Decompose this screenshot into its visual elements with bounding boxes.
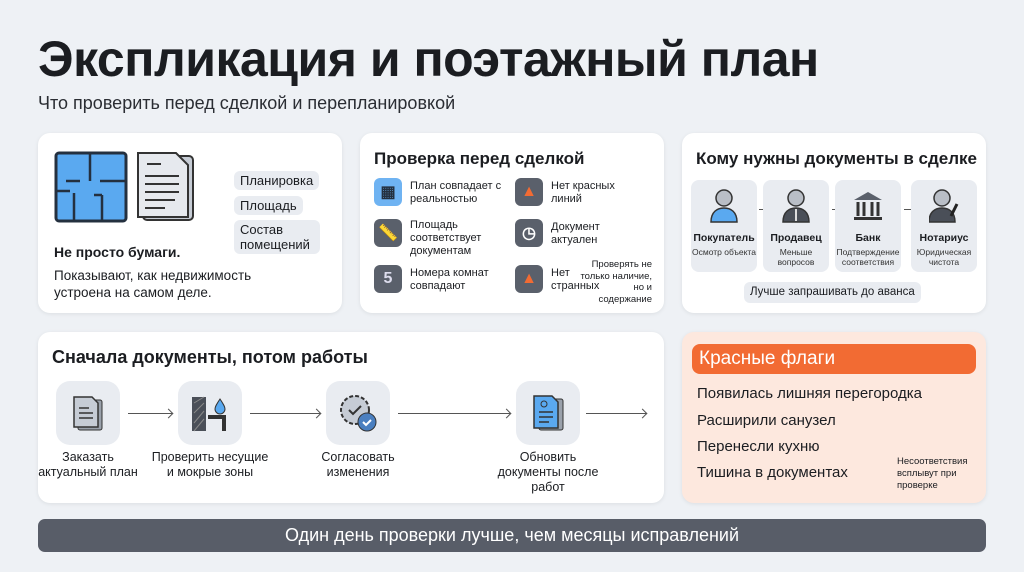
check-item: Площадь соответствует документам xyxy=(410,219,482,257)
chip-layout: Планировка xyxy=(234,171,320,190)
parties-title: Кому нужны документы в сделке xyxy=(696,149,977,168)
flag-item: Перенесли кухню xyxy=(697,438,820,455)
arrow xyxy=(128,413,172,414)
chip-area: Площадь xyxy=(234,196,303,215)
bank-icon xyxy=(854,192,882,220)
check-note: Проверять не только наличие, но и содерж… xyxy=(580,259,652,305)
parties-tip: Лучше запрашивать до аванса xyxy=(744,282,921,303)
wall-water-icon xyxy=(192,396,226,432)
step-label: Проверить несущие и мокрые зоны xyxy=(151,450,269,479)
flags-title: Красные флаги xyxy=(692,344,976,374)
chip-rooms: Состав помещений xyxy=(234,220,320,254)
footer-banner: Один день проверки лучше, чем месяцы исп… xyxy=(38,519,986,552)
arrow xyxy=(250,413,320,414)
check-item: Документ актуален xyxy=(551,221,600,246)
check-item: Номера комнат совпадают xyxy=(410,267,489,292)
step-check-walls xyxy=(178,381,242,445)
check-item: Нет странных xyxy=(551,267,600,292)
check-card: Проверка перед сделкой ▦ План совпадает … xyxy=(360,133,664,313)
step-order-plan xyxy=(56,381,120,445)
document-icon xyxy=(137,152,194,221)
check-title: Проверка перед сделкой xyxy=(374,149,585,168)
ruler-icon: 📏 xyxy=(374,219,402,247)
steps-title: Сначала документы, потом работы xyxy=(52,347,368,367)
page-subtitle: Что проверить перед сделкой и перепланир… xyxy=(38,93,456,113)
intro-text: Показывают, как недвижимость устроена на… xyxy=(54,268,252,300)
check-item: План совпадает с реальностью xyxy=(410,180,502,205)
parties-card: Кому нужны документы в сделке Покупатель… xyxy=(682,133,986,313)
flag-item: Тишина в документах xyxy=(697,464,848,481)
approval-badge-icon xyxy=(340,395,377,432)
floorplan-icon: ▦ xyxy=(374,178,402,206)
flag-item: Появилась лишняя перегородка xyxy=(697,385,923,402)
step-label: Заказать актуальный план xyxy=(38,450,138,479)
warning-icon: ▲ xyxy=(515,265,543,293)
number-icon: 5 xyxy=(374,265,402,293)
page-title: Экспликация и поэтажный план xyxy=(38,31,819,87)
document-icon xyxy=(73,396,103,431)
clock-icon: ◷ xyxy=(515,219,543,247)
check-item: Нет красных линий xyxy=(551,180,615,205)
updated-document-icon xyxy=(533,395,564,431)
notary-icon xyxy=(929,189,959,223)
step-label: Обновить документы после работ xyxy=(497,450,599,494)
user-icon xyxy=(710,189,738,223)
step-label: Согласовать изменения xyxy=(321,450,395,479)
flags-note: Несоответствия всплывут при проверке xyxy=(897,456,968,491)
step-update-docs xyxy=(516,381,580,445)
warning-icon: ▲ xyxy=(515,178,543,206)
flag-item: Расширили санузел xyxy=(697,412,836,429)
floorplan-icon xyxy=(54,151,128,223)
arrow xyxy=(398,413,510,414)
step-approve xyxy=(326,381,390,445)
arrow xyxy=(586,413,646,414)
intro-heading: Не просто бумаги. xyxy=(54,244,181,260)
businessman-icon xyxy=(782,189,810,223)
intro-card: Планировка Площадь Состав помещений Не п… xyxy=(38,133,342,313)
